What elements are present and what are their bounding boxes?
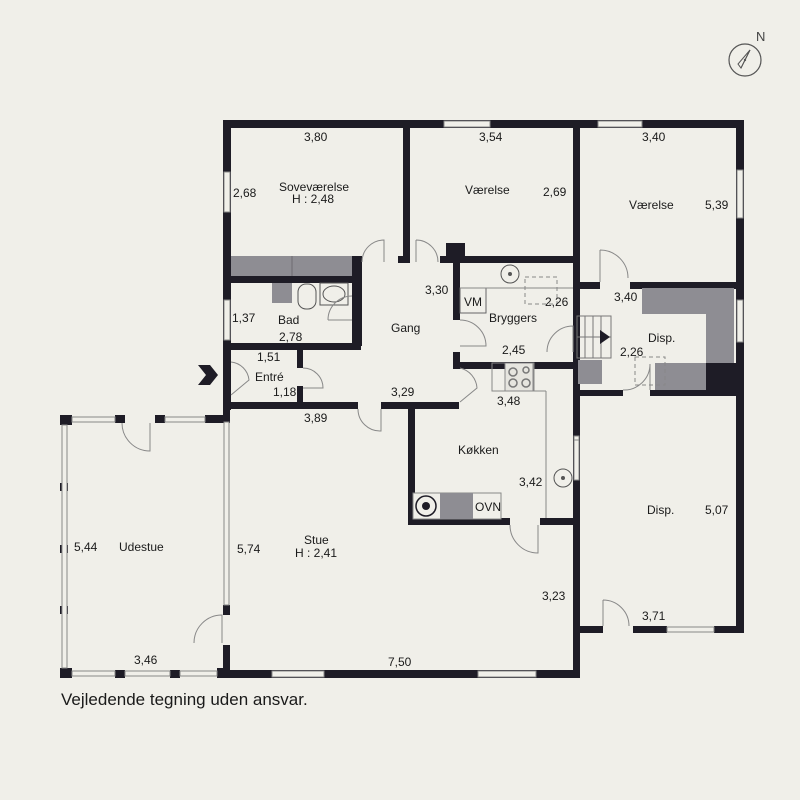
room-dim: 1,37 bbox=[232, 311, 256, 325]
room-dim: 2,68 bbox=[233, 186, 257, 200]
room-height: H : 2,48 bbox=[292, 192, 334, 206]
room-dim: 3,42 bbox=[519, 475, 543, 489]
room-dim: 3,40 bbox=[642, 130, 666, 144]
room-name: Udestue bbox=[119, 540, 164, 554]
room-name: Værelse bbox=[629, 198, 674, 212]
room-name: Bryggers bbox=[489, 311, 537, 325]
room-dim: 1,18 bbox=[273, 385, 297, 399]
room-height: H : 2,41 bbox=[295, 546, 337, 560]
room-dim: 2,69 bbox=[543, 185, 567, 199]
room-dim: 3,71 bbox=[642, 609, 666, 623]
room-dim: 3,46 bbox=[134, 653, 158, 667]
compass-icon: N bbox=[728, 29, 765, 77]
room-name: Stue bbox=[304, 533, 329, 547]
room-dim: 2,78 bbox=[279, 330, 303, 344]
room-labels: 3,80 2,68 Soveværelse H : 2,48 3,54 Være… bbox=[74, 130, 729, 669]
fixture-vm-label: VM bbox=[464, 295, 482, 309]
room-dim: 2,26 bbox=[620, 345, 644, 359]
room-dim: 5,44 bbox=[74, 540, 98, 554]
room-dim: 3,23 bbox=[542, 589, 566, 603]
room-name: Disp. bbox=[647, 503, 674, 517]
room-dim: 2,45 bbox=[502, 343, 526, 357]
room-dim: 3,48 bbox=[497, 394, 521, 408]
room-dim: 3,80 bbox=[304, 130, 328, 144]
room-name: Køkken bbox=[458, 443, 499, 457]
room-dim: 5,07 bbox=[705, 503, 729, 517]
compass-north-label: N bbox=[756, 29, 765, 44]
room-name: Bad bbox=[278, 313, 299, 327]
room-dim: 3,89 bbox=[304, 411, 328, 425]
room-name: Entré bbox=[255, 370, 284, 384]
door-swings bbox=[121, 239, 651, 644]
room-dim: 2,26 bbox=[545, 295, 569, 309]
room-name: Værelse bbox=[465, 183, 510, 197]
room-dim: 1,51 bbox=[257, 350, 281, 364]
room-dim: 7,50 bbox=[388, 655, 412, 669]
room-dim: 5,74 bbox=[237, 542, 261, 556]
windows bbox=[61, 120, 744, 678]
room-name: Soveværelse bbox=[279, 180, 349, 194]
room-dim: 3,29 bbox=[391, 385, 415, 399]
room-name: Disp. bbox=[648, 331, 675, 345]
room-dim: 5,39 bbox=[705, 198, 729, 212]
entrance-arrow-icon bbox=[198, 365, 218, 385]
disclaimer-text: Vejledende tegning uden ansvar. bbox=[61, 690, 308, 709]
room-dim: 3,30 bbox=[425, 283, 449, 297]
room-dim: 3,40 bbox=[614, 290, 638, 304]
room-dim: 3,54 bbox=[479, 130, 503, 144]
room-name: Gang bbox=[391, 321, 420, 335]
fixture-ovn-label: OVN bbox=[475, 500, 501, 514]
fixtures bbox=[231, 256, 736, 520]
